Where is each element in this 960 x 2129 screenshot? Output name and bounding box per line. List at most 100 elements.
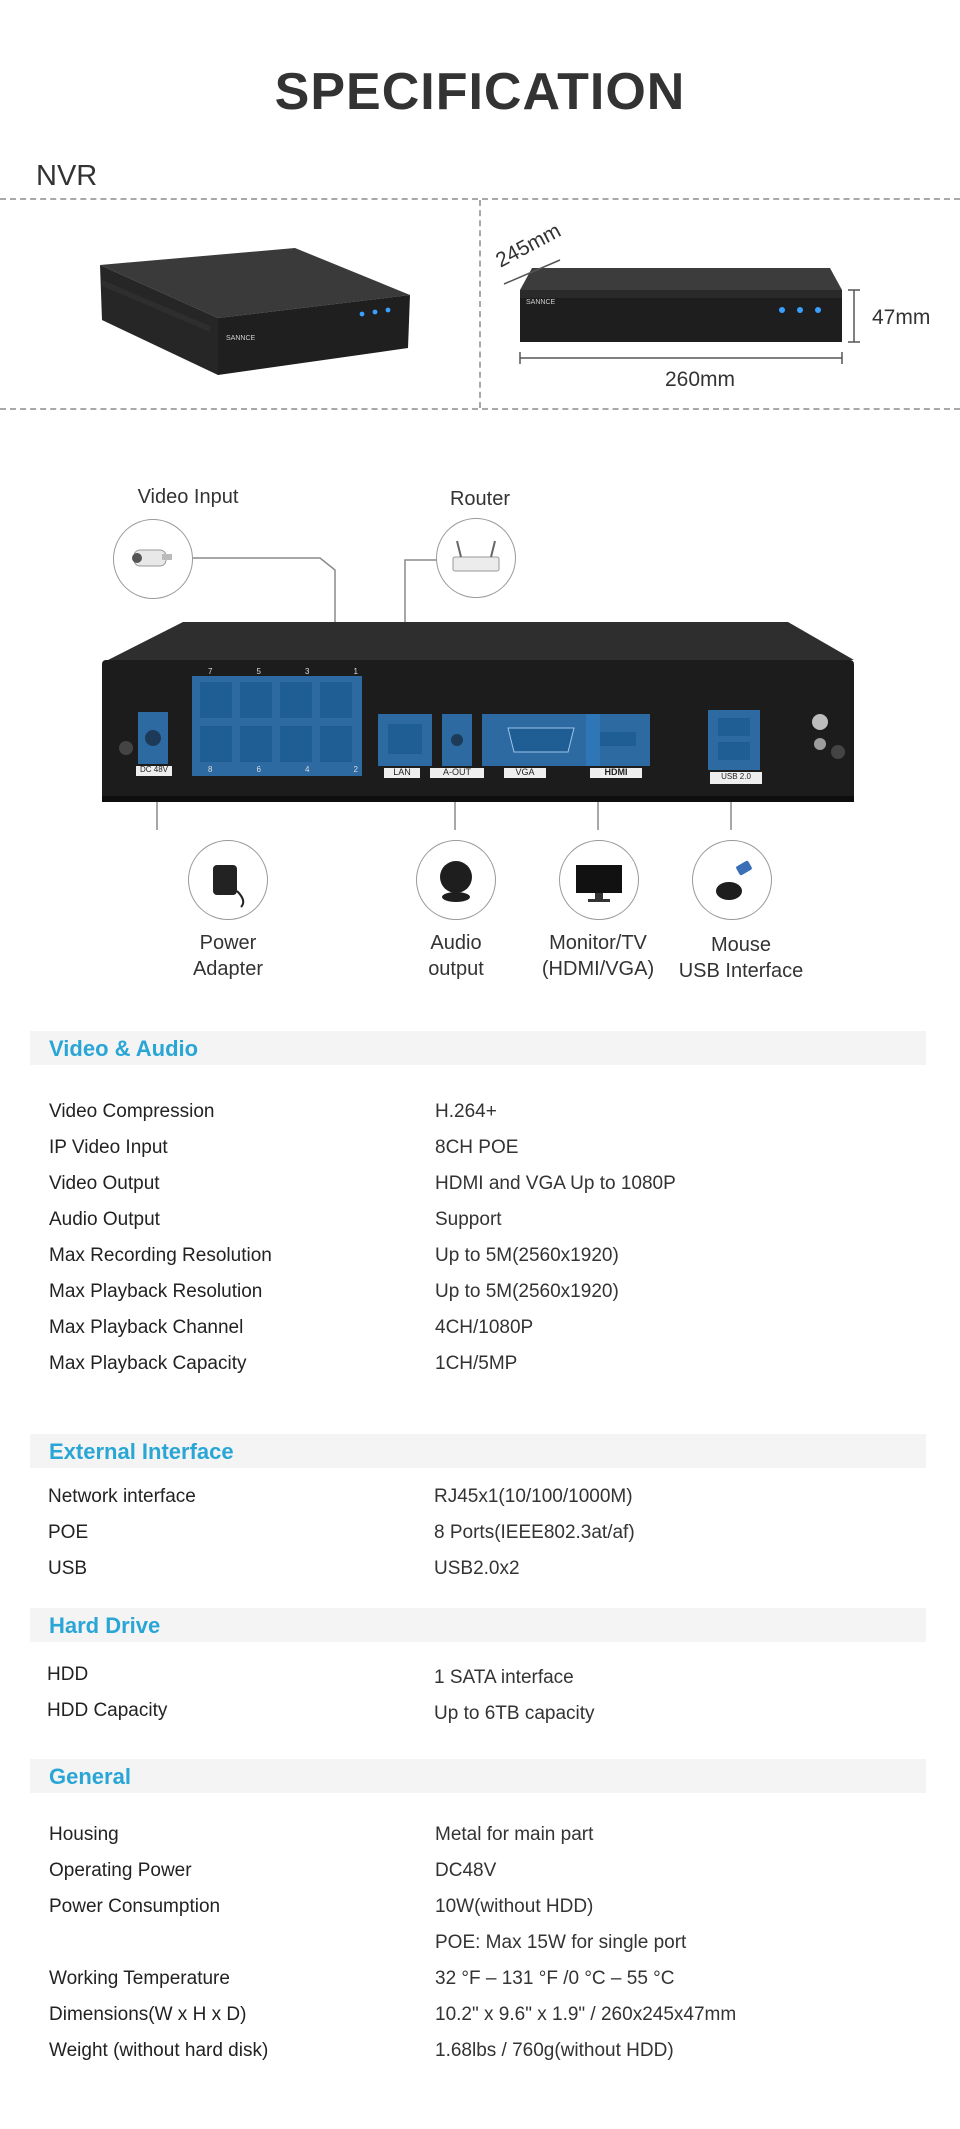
- table-row: Audio Output Support: [49, 1209, 909, 1245]
- nvr-rear-panel: [102, 622, 854, 802]
- monitor-icon: [576, 865, 622, 902]
- row-value: 8 Ports(IEEE802.3at/af): [434, 1522, 635, 1543]
- row-value: 10.2" x 9.6" x 1.9" / 260x245x47mm: [435, 2004, 737, 2025]
- row-value: HDMI and VGA Up to 1080P: [435, 1173, 676, 1194]
- product-label: NVR: [36, 160, 98, 192]
- row-label: Max Playback Capacity: [49, 1353, 247, 1374]
- row-value: 8CH POE: [435, 1137, 519, 1158]
- mouse-circle: [692, 840, 772, 920]
- row-value: POE: Max 15W for single port: [435, 1932, 687, 1953]
- section-video-audio: Video & Audio: [30, 1031, 926, 1065]
- table-row: Video Compression H.264+: [49, 1101, 909, 1137]
- poe-number: 3: [305, 667, 310, 676]
- row-label: Housing: [49, 1824, 119, 1845]
- row-label: Working Temperature: [49, 1968, 230, 1989]
- row-label: Max Playback Resolution: [49, 1281, 263, 1302]
- power-adapter-line-2: Adapter: [192, 958, 264, 980]
- monitor-line-1: Monitor/TV: [549, 932, 647, 954]
- router-label: Router: [449, 488, 511, 510]
- spec-table-video-audio: Video Compression H.264+ IP Video Input 8C…: [49, 1101, 909, 1389]
- poe-number: 7: [208, 667, 213, 676]
- power-adapter-icon: [213, 865, 245, 908]
- poe-number: 6: [256, 765, 261, 774]
- nvr-dimension-image: SANNCE: [503, 259, 860, 364]
- row-value: Metal for main part: [435, 1824, 594, 1845]
- mouse-label: Mouse USB Interface: [656, 932, 826, 984]
- poe-top-numbers: 7 5 3 1: [208, 667, 358, 676]
- height-dimension: 47mm: [872, 306, 931, 329]
- aout-port-label: A-OUT: [443, 767, 471, 777]
- table-row: Video Output HDMI and VGA Up to 1080P: [49, 1173, 909, 1209]
- lan-port-label: LAN: [393, 767, 411, 777]
- hdmi-port-label: HDMI: [604, 767, 628, 777]
- power-adapter-label: Power Adapter: [148, 930, 308, 982]
- poe-number: 5: [256, 667, 261, 676]
- camera-circle: [113, 519, 193, 599]
- poe-number: 8: [208, 765, 213, 774]
- nvr-perspective-image: SANNCE: [100, 248, 410, 375]
- width-dimension: 260mm: [665, 368, 736, 391]
- row-value: H.264+: [435, 1101, 497, 1122]
- table-row: Max Playback Channel 4CH/1080P: [49, 1317, 909, 1353]
- poe-bottom-numbers: 8 6 4 2: [208, 765, 358, 774]
- table-row: Weight (without hard disk)1.68lbs / 760g…: [49, 2040, 909, 2076]
- row-label: USB: [48, 1558, 88, 1579]
- table-row: Operating Power DC48V: [49, 1860, 909, 1896]
- table-row: Housing Metal for main part: [49, 1824, 909, 1860]
- section-title: General: [49, 1764, 131, 1789]
- audio-output-line-1: Audio: [430, 932, 482, 954]
- divider-vertical: [479, 200, 481, 408]
- table-row: POE 8 Ports(IEEE802.3at/af): [48, 1522, 908, 1558]
- section-external-interface: External Interface: [30, 1434, 926, 1468]
- poe-number: 2: [353, 765, 358, 774]
- section-title: External Interface: [49, 1439, 234, 1464]
- power-adapter-circle: [188, 840, 268, 920]
- router-circle: [436, 518, 516, 598]
- row-value: Support: [435, 1209, 502, 1230]
- speaker-circle: [416, 840, 496, 920]
- row-label: Operating Power: [49, 1860, 192, 1881]
- row-label: Weight (without hard disk): [49, 2040, 269, 2061]
- vga-port-label: VGA: [515, 767, 535, 777]
- poe-number: 4: [305, 765, 310, 774]
- monitor-circle: [559, 840, 639, 920]
- page-title: SPECIFICATION: [274, 63, 686, 121]
- row-value: 4CH/1080P: [435, 1317, 534, 1338]
- audio-output-line-2: output: [428, 958, 484, 980]
- section-title: Video & Audio: [49, 1036, 199, 1061]
- row-label: Network interface: [48, 1486, 196, 1507]
- section-general: General: [30, 1759, 926, 1793]
- row-value: Up to 6TB capacity: [434, 1703, 595, 1724]
- monitor-label: Monitor/TV (HDMI/VGA): [513, 930, 683, 982]
- row-label: HDD: [47, 1664, 89, 1685]
- row-label: IP Video Input: [49, 1137, 168, 1158]
- brand-mark-front: SANNCE: [526, 299, 556, 306]
- row-value: 1 SATA interface: [434, 1667, 574, 1688]
- mouse-icon: [716, 860, 752, 900]
- row-label: Audio Output: [49, 1209, 160, 1230]
- dc-port-label: DC 48V: [139, 765, 168, 774]
- section-title: Hard Drive: [49, 1613, 161, 1638]
- row-label: Video Output: [49, 1173, 160, 1194]
- row-value: 1CH/5MP: [435, 1353, 518, 1374]
- row-label: Max Playback Channel: [49, 1317, 244, 1338]
- spec-table-general: Housing Metal for main part Operating Pow…: [49, 1824, 909, 2076]
- usb-port-label: USB 2.0: [721, 772, 751, 781]
- row-label: Power Consumption: [49, 1896, 221, 1917]
- row-value: 32 °F – 131 °F /0 °C – 55 °C: [435, 1968, 675, 1989]
- row-label: POE: [48, 1522, 89, 1543]
- row-value: DC48V: [435, 1860, 497, 1881]
- row-value: Up to 5M(2560x1920): [435, 1245, 619, 1266]
- row-label: Video Compression: [49, 1101, 215, 1122]
- table-row: HDD 1 SATA interface: [47, 1664, 907, 1700]
- audio-output-label: Audio output: [396, 930, 516, 982]
- router-icon: [452, 540, 500, 572]
- mouse-line-1: Mouse: [710, 934, 772, 956]
- divider-bottom: [0, 408, 960, 410]
